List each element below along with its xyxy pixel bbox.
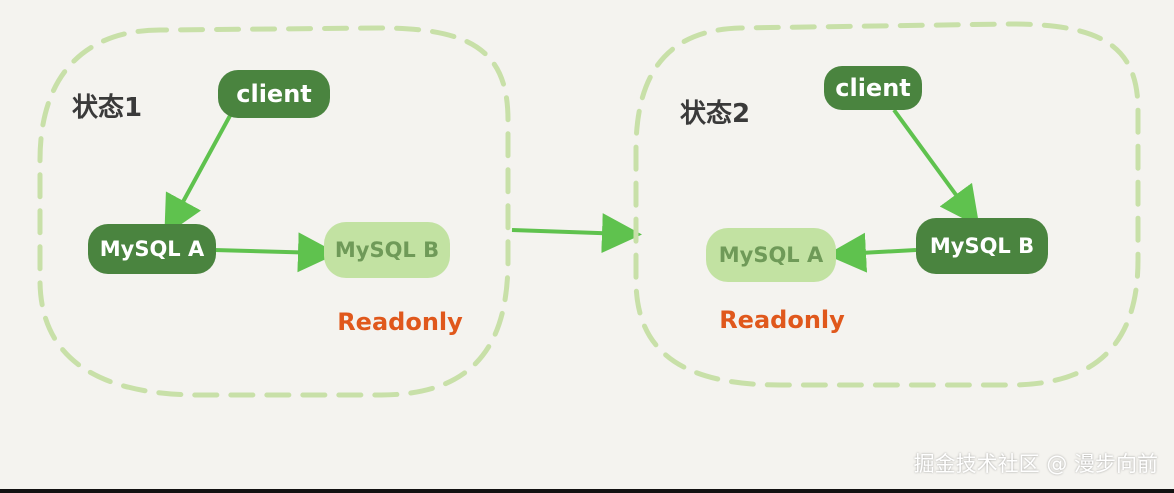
arrow-mysql-b-to-mysql-a-2 [826, 232, 917, 273]
arrow-mysql-a-to-mysql-b-1 [213, 232, 338, 273]
bottom-border-bar [0, 489, 1174, 493]
mysql-a-node-2: MySQL A [706, 228, 836, 282]
client-node-2-label: client [835, 74, 911, 102]
mysql-b-node-1: MySQL B [324, 222, 450, 278]
transition-arrow [511, 213, 642, 254]
client-node-1: client [218, 70, 330, 118]
mysql-b-node-2-label: MySQL B [930, 234, 1034, 258]
mysql-a-node-1-label: MySQL A [100, 237, 205, 261]
watermark-text: 掘金技术社区 @ 漫步向前 [913, 452, 1158, 476]
mysql-b-node-2: MySQL B [916, 218, 1048, 274]
arrow-client-to-mysql-b-2 [892, 108, 980, 227]
state-2-dashed-border [633, 21, 1141, 388]
mysql-a-node-1: MySQL A [88, 224, 216, 274]
client-node-1-label: client [236, 80, 312, 108]
state-1-label: 状态1 [72, 92, 142, 123]
mysql-a-node-2-label: MySQL A [719, 243, 824, 267]
state-1-dashed-border [37, 25, 511, 398]
client-node-2: client [824, 66, 922, 110]
state-1-group: 状态1 client MySQL A MySQL B Readonly [37, 25, 511, 398]
arrow-client-to-mysql-a-1 [164, 111, 234, 237]
state-2-group: 状态2 client MySQL A MySQL B Readonly [633, 21, 1141, 388]
state-2-label: 状态2 [680, 98, 750, 129]
readonly-label-1: Readonly [337, 308, 463, 336]
readonly-label-2: Readonly [719, 306, 845, 334]
mysql-b-node-1-label: MySQL B [335, 238, 439, 262]
